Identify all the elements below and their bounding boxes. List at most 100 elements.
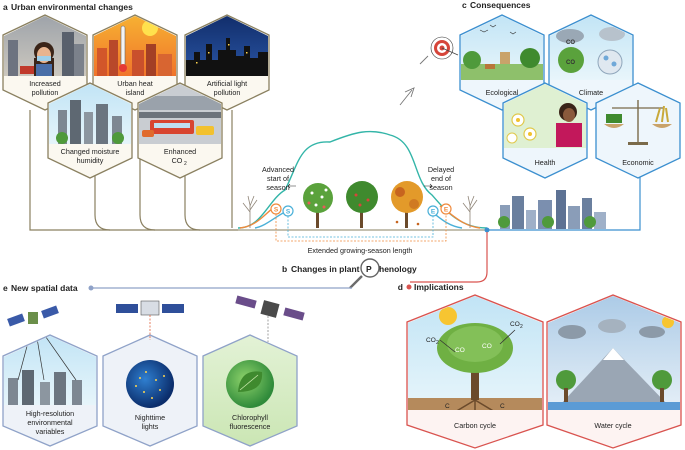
panel-a: a Urban environmental changes — [2, 2, 270, 231]
carbon-cycle-illustration — [408, 296, 542, 410]
label-co2-co: CO — [172, 156, 183, 165]
hex-climate: CO CO Climate — [548, 14, 634, 111]
hex-carbon-cycle: CO 2 CO 2 CO CO C C Carbon cycle — [406, 294, 544, 449]
label-advanced-1: Advanced — [262, 165, 294, 174]
label-ecological: Ecological — [486, 88, 519, 97]
hex-nighttime-lights: Nighttime lights — [102, 300, 198, 447]
label-highres-1: High-resolution — [26, 409, 74, 418]
panel-b: S S E E Advanced start of season Delayed… — [237, 130, 490, 289]
panel-b-letter: b — [282, 264, 287, 274]
label-nighttime-1: Nighttime — [135, 413, 165, 422]
hex-urban-heat-island: Urban heat island — [92, 14, 178, 111]
target-icon — [430, 36, 459, 60]
satellite-icon-1 — [7, 305, 59, 327]
label-nighttime-2: lights — [142, 422, 159, 431]
carbon-c-left: C — [445, 403, 450, 410]
water-cycle-illustration — [548, 296, 680, 410]
panel-b-title-suffix: henology — [379, 264, 417, 274]
label-water-cycle: Water cycle — [594, 421, 631, 430]
carbon-co2-left-sub: 2 — [436, 340, 439, 346]
carbon-co2-left: CO — [426, 337, 436, 344]
marker-start-orange: S — [270, 203, 282, 215]
label-highres-3: variables — [36, 427, 65, 436]
tree-summer — [346, 181, 378, 228]
label-health: Health — [535, 158, 556, 167]
label-carbon-cycle: Carbon cycle — [454, 421, 496, 430]
marker-start-blue: S — [282, 205, 294, 217]
arrow-to-target — [399, 55, 429, 106]
svg-text:S: S — [274, 207, 279, 214]
carbon-co2-right: CO — [510, 321, 520, 328]
panel-a-title: Urban environmental changes — [11, 2, 133, 12]
bare-tree-right — [462, 195, 478, 228]
earth-night — [126, 360, 174, 408]
svg-text:E: E — [431, 209, 436, 216]
tree-spring — [303, 183, 333, 228]
panel-b-title-letter: P — [366, 264, 372, 274]
magnifier-icon — [349, 258, 380, 289]
satellite-icon-2 — [116, 300, 184, 340]
panel-c-node — [484, 227, 490, 233]
label-highres-2: environmental — [27, 418, 73, 427]
tree-autumn — [391, 181, 423, 228]
city-lights — [135, 371, 165, 399]
label-climate: Climate — [579, 88, 603, 97]
svg-text:S: S — [286, 209, 291, 216]
panel-c: c Consequences — [399, 0, 681, 233]
bare-tree-left — [242, 195, 258, 228]
carbon-co2-right-sub: 2 — [520, 324, 523, 330]
panel-d-node — [406, 284, 412, 290]
panel-c-letter: c — [462, 0, 467, 10]
arrow-advanced — [287, 183, 296, 189]
panel-e-node — [88, 285, 94, 291]
label-chlorophyll-2: fluorescence — [230, 422, 271, 431]
label-increased-pollution-1: Increased — [29, 79, 61, 88]
carbon-c-right: C — [500, 403, 505, 410]
highres-illustration — [4, 336, 96, 405]
label-delayed-1: Delayed — [428, 165, 454, 174]
hex-water-cycle: Water cycle — [546, 294, 682, 449]
carbon-co2-leaf-a: CO — [455, 347, 465, 354]
marker-end-orange: E — [440, 203, 452, 215]
marker-end-blue: E — [427, 205, 439, 217]
panel-e-letter: e — [3, 283, 8, 293]
ecological-illustration — [461, 16, 543, 80]
night-city-illustration — [186, 16, 268, 76]
panel-d: d Implications CO 2 CO 2 CO CO C C — [398, 232, 682, 449]
panel-e: e New spatial data High-resol — [2, 283, 352, 447]
svg-text:CO: CO — [566, 60, 575, 66]
label-increased-pollution-2: pollution — [32, 88, 59, 97]
heat-illustration — [94, 16, 176, 76]
carbon-co2-leaf-b: CO — [482, 343, 492, 350]
skyline-right — [498, 190, 606, 229]
svg-text:E: E — [444, 207, 449, 214]
climate-illustration: CO CO — [550, 16, 632, 80]
label-co2-sub: 2 — [184, 161, 187, 167]
label-enhanced-co2: Enhanced — [164, 147, 196, 156]
label-chlorophyll-1: Chlorophyll — [232, 413, 268, 422]
season-brackets — [275, 214, 447, 242]
hex-high-resolution: High-resolution environmental variables — [2, 305, 98, 447]
panel-d-connector — [410, 232, 488, 283]
label-artificial-light-1: Artificial light — [207, 79, 247, 88]
label-economic: Economic — [622, 158, 654, 167]
label-advanced-3: season — [266, 183, 289, 192]
panel-d-letter: d — [398, 282, 403, 292]
label-artificial-light-2: pollution — [214, 88, 241, 97]
label-advanced-2: start of — [267, 174, 289, 183]
panel-e-title: New spatial data — [11, 283, 78, 293]
panel-c-title: Consequences — [470, 0, 531, 10]
label-urban-heat-1: Urban heat — [117, 79, 153, 88]
label-extended-season: Extended growing-season length — [308, 246, 413, 255]
label-delayed-2: end of — [431, 174, 451, 183]
arrow-delayed — [424, 183, 433, 189]
label-urban-heat-2: island — [126, 88, 145, 97]
panel-d-title: Implications — [414, 282, 464, 292]
label-changed-moisture-1: Changed moisture — [61, 147, 120, 156]
hex-chlorophyll: Chlorophyll fluorescence — [202, 295, 305, 447]
pollution-illustration — [4, 16, 86, 76]
label-changed-moisture-2: humidity — [77, 156, 104, 165]
panel-a-letter: a — [3, 2, 8, 12]
hex-increased-pollution: Increased pollution — [2, 14, 88, 111]
